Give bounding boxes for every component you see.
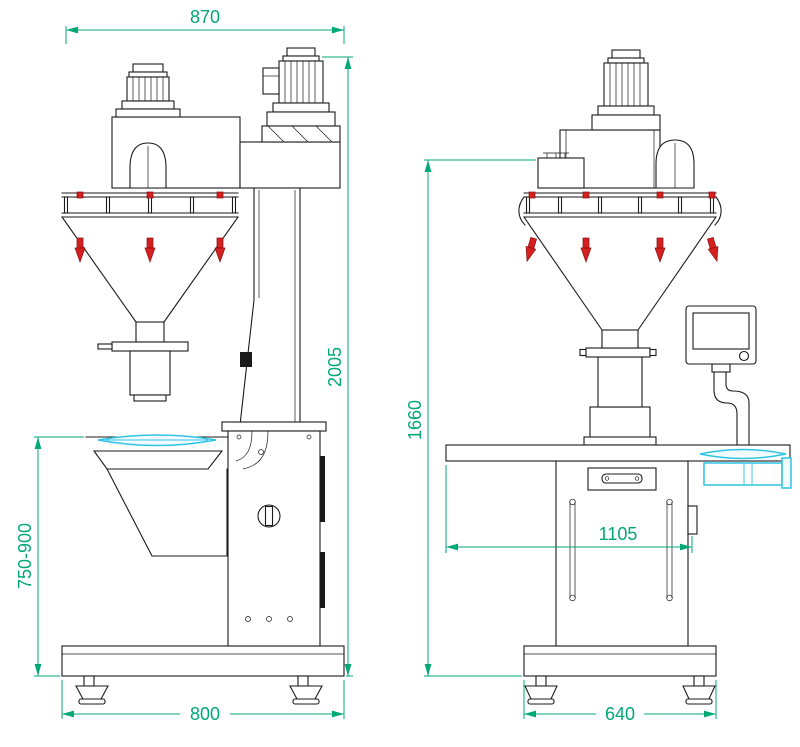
indicator-dot [245,616,251,622]
conveyor-highlight [699,448,787,460]
drawer-handle [601,473,643,484]
terminal-box [537,152,585,189]
support-ring-front [518,192,722,226]
hopper-side [61,216,239,402]
cabinet-front [555,460,698,647]
hmi-panel [685,305,757,446]
hmi-button [738,350,750,362]
drawer [587,467,657,491]
discharge-bend [235,430,253,462]
base-frame-front [523,645,717,677]
work-table [445,444,791,462]
guide-hook [714,196,722,226]
dimension-1105: 1105 [445,465,693,553]
motor-junction-box [262,67,280,95]
dimension-1660: 1660 [405,159,536,677]
clamp-lever [97,343,113,350]
side-view [61,47,345,705]
bottle-table-side [85,434,229,557]
side-box [687,505,698,535]
column-clamp-handle [240,352,252,367]
drive-motor-front [591,49,661,131]
dust-cover-dome-front [655,139,695,189]
tri-clamp-front [585,347,651,358]
hopper-front [523,216,717,331]
dim-1660-label: 1660 [405,400,425,440]
hmi-arm [713,371,738,446]
dim-800-label: 800 [190,704,220,724]
cabinet-side [221,421,327,647]
tri-clamp [111,341,189,352]
nozzle [74,237,86,264]
base-frame-side [61,645,345,677]
indicator-dot [287,616,293,622]
power-switch [257,504,281,528]
conveyor-front [699,448,792,489]
dim-640-label: 640 [605,704,635,724]
dimension-800: 800 [61,680,345,724]
guide-hook [518,196,526,226]
support-column [239,187,301,426]
nozzle [707,236,719,263]
filling-head-front [579,329,657,446]
dimension-750-900: 750-900 [15,436,84,677]
nozzle [654,237,666,264]
leveling-feet-front [524,675,716,705]
dim-870-label: 870 [190,7,220,27]
hmi-screen [692,312,750,350]
indicator-dot [266,616,272,622]
filling-nozzles-front [525,191,719,264]
nozzle [580,237,592,264]
dim-2005-label: 2005 [325,347,345,387]
front-view [445,49,792,705]
leveling-feet-side [75,675,323,705]
dust-cover-dome-side [129,142,167,189]
hinge-strip [320,552,325,608]
nozzle [214,237,226,264]
hinge-strip [320,456,325,522]
filling-nozzles-side [74,191,226,264]
drive-motor [261,47,341,143]
dimension-2005: 2005 [322,56,353,677]
dim-750-900-label: 750-900 [15,523,35,589]
nozzle [525,236,537,263]
dimension-640: 640 [523,680,717,724]
dim-1105-label: 1105 [599,524,638,544]
nozzle [144,237,156,264]
dimension-870: 870 [65,7,345,44]
discharge-tube [129,350,171,396]
dimensions: 870 2005 750-900 800 1660 1105 [15,7,717,724]
agitator-motor [115,63,181,118]
